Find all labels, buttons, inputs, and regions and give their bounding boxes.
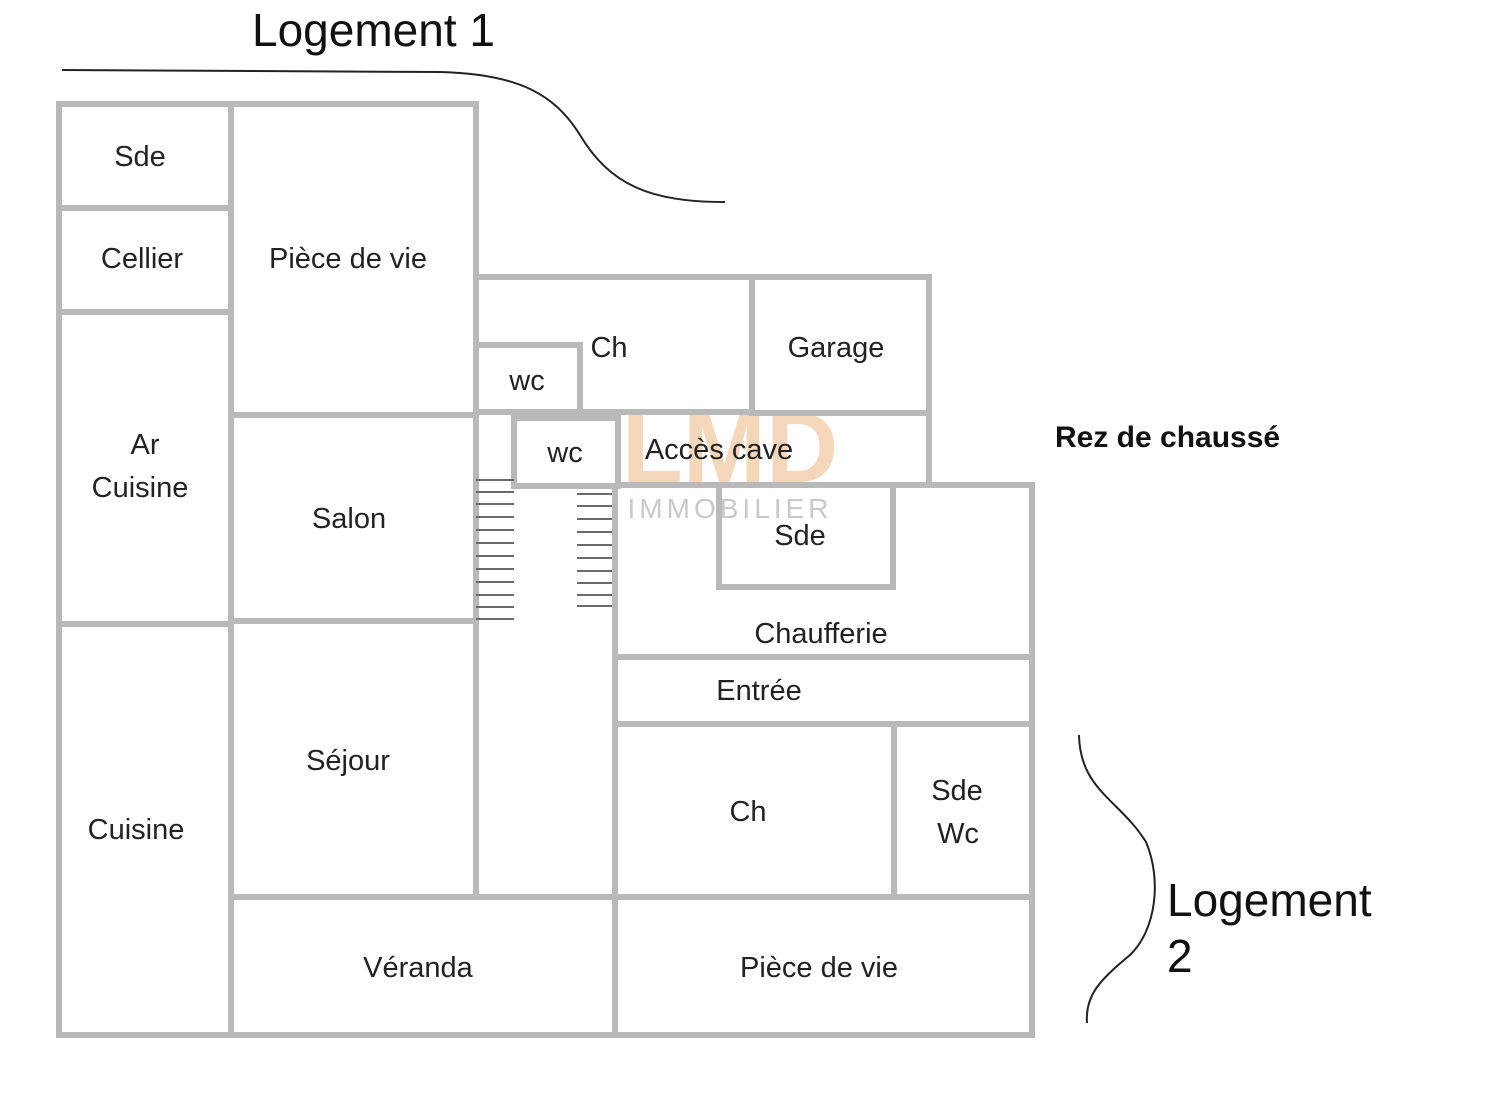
room-sde-wc-line2: Wc (937, 818, 979, 850)
room-sde-top: Sde (114, 141, 166, 173)
logement-1-title: Logement 1 (252, 4, 495, 56)
room-sde-wc-line1: Sde (931, 775, 983, 807)
room-ch-top: Ch (590, 332, 627, 364)
room-garage: Garage (788, 332, 885, 364)
room-wc-upper: wc (508, 365, 544, 397)
logement-2-number: 2 (1167, 930, 1193, 982)
room-cellier: Cellier (101, 243, 184, 275)
room-chaufferie: Chaufferie (754, 618, 887, 650)
logement-2-title: Logement (1167, 874, 1372, 926)
room-acces-cave: Accès cave (645, 434, 793, 466)
walls (56, 101, 1035, 1038)
brace-logement-1 (61, 69, 726, 203)
wall-sde-middle (716, 485, 896, 590)
wall-entree (612, 654, 1035, 727)
room-sde-middle: Sde (774, 520, 826, 552)
room-veranda: Véranda (363, 952, 474, 984)
room-labels: Sde Cellier Pièce de vie Ar Cuisine Salo… (88, 141, 983, 984)
room-sejour: Séjour (306, 745, 390, 777)
wall-piece-de-vie-bottom (612, 894, 1035, 1038)
wall-garage (749, 274, 932, 416)
room-entree: Entrée (716, 675, 801, 707)
room-cuisine: Cuisine (88, 814, 185, 846)
level-label: Rez de chaussé (1055, 421, 1280, 454)
room-wc-lower: wc (546, 437, 582, 469)
stairs-right (577, 493, 612, 607)
room-piece-de-vie-bottom: Pièce de vie (740, 952, 898, 984)
room-piece-de-vie-top: Pièce de vie (269, 243, 427, 275)
wall-wc-upper (476, 342, 583, 415)
wall-ar-cuisine (56, 309, 234, 627)
wall-sde-wc (891, 721, 1035, 900)
room-ch-bottom: Ch (729, 796, 766, 828)
room-ar-cuisine-line2: Cuisine (92, 472, 189, 504)
brace-logement-2 (1078, 734, 1156, 1024)
watermark-subtitle: IMMOBILIER (628, 493, 833, 524)
stairs-left (476, 479, 514, 620)
room-salon: Salon (312, 503, 386, 535)
room-ar-cuisine-line1: Ar (131, 429, 160, 461)
